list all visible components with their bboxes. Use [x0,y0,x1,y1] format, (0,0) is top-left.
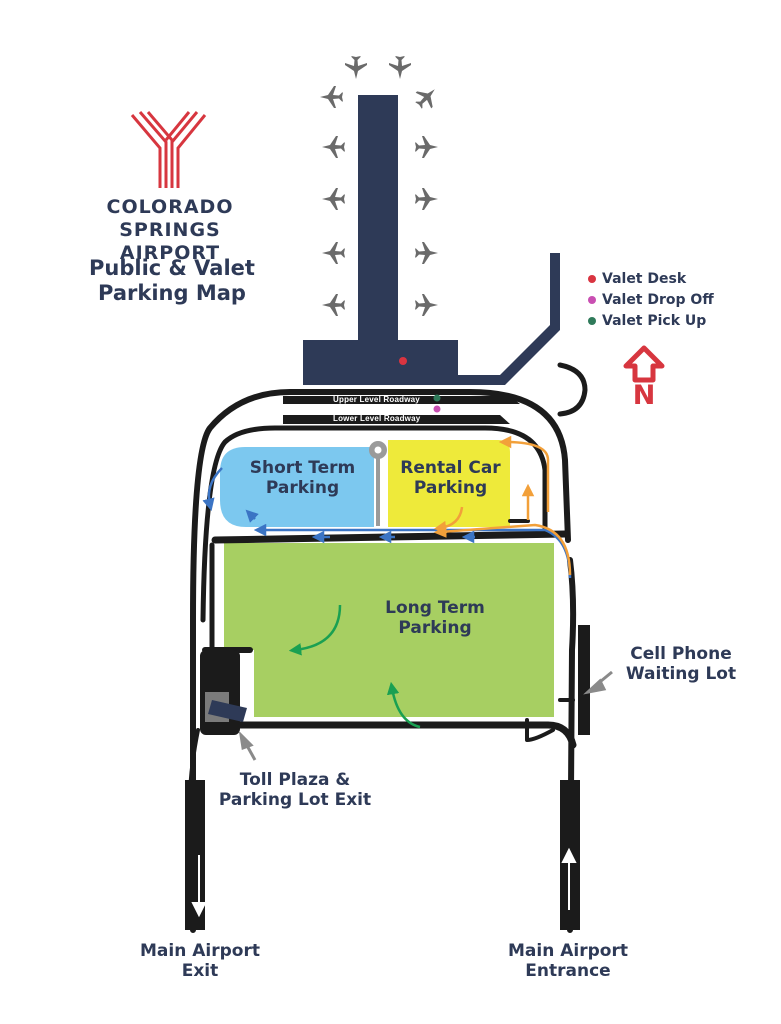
upper-roadway-label: Upper Level Roadway [333,395,420,404]
map-title-line2: Parking Map [98,281,246,306]
cell-phone-line2: Waiting Lot [625,664,737,685]
pin-icon [369,441,387,526]
main-exit-line1: Main Airport [140,941,260,961]
callout-arrow [238,670,613,761]
airport-name: COLORADO SPRINGS AIRPORT [52,196,288,264]
airport-logo-icon [130,111,207,188]
red-dot-icon [588,275,596,283]
legend-label: Valet Pick Up [602,313,707,329]
north-label: N [632,380,656,411]
long-term-line1: Long Term [385,598,485,618]
valet-dropoff-marker [433,405,441,413]
green-dot-icon [588,317,596,325]
rental-car-line1: Rental Car [400,458,501,478]
lower-roadway-label: Lower Level Roadway [333,414,421,423]
short-term-lot [220,447,374,527]
toll-plaza-label: Toll Plaza & Parking Lot Exit [205,770,385,811]
legend-item-valet-desk: Valet Desk [588,271,686,287]
cell-phone-lot-label: Cell Phone Waiting Lot [610,644,752,685]
legend-item-valet-drop-off: Valet Drop Off [588,292,714,308]
rental-car-parking-label: Rental Car Parking [388,458,513,499]
legend-label: Valet Desk [602,271,687,287]
valet-pickup-marker [433,394,441,402]
main-entrance-label: Main Airport Entrance [488,941,648,982]
toll-gate [208,700,247,722]
valet-desk-marker [399,357,407,365]
main-entrance-line1: Main Airport [508,941,628,961]
toll-plaza-line2: Parking Lot Exit [218,790,372,811]
short-term-line1: Short Term [249,458,356,478]
north-arrow-icon [623,345,665,383]
airport-name-line1: COLORADO SPRINGS [106,196,234,241]
short-term-line2: Parking [265,478,340,499]
main-exit-label: Main Airport Exit [120,941,280,982]
rental-car-line2: Parking [413,478,488,499]
long-term-lot [224,543,554,717]
long-term-parking-label: Long Term Parking [355,598,515,639]
map-title: Public & Valet Parking Map [60,256,284,306]
direction-arrow-icon [191,847,577,918]
rental-car-lot [388,440,510,527]
cell-phone-line1: Cell Phone [630,644,732,664]
road-network [188,362,588,933]
main-exit-line2: Exit [181,961,219,982]
terminal-concourse [303,95,560,385]
legend-label: Valet Drop Off [602,292,714,308]
traffic-flow-orange [433,435,572,576]
legend-item-valet-pick-up: Valet Pick Up [588,313,706,329]
short-term-parking-label: Short Term Parking [230,458,375,499]
toll-plaza-line1: Toll Plaza & [239,770,351,790]
main-entrance-line2: Entrance [525,961,611,982]
airport-name-line2: AIRPORT [119,241,221,264]
long-term-line2: Parking [398,618,472,639]
traffic-flow-green [288,604,421,729]
magenta-dot-icon [588,296,596,304]
map-title-line1: Public & Valet [89,256,255,280]
